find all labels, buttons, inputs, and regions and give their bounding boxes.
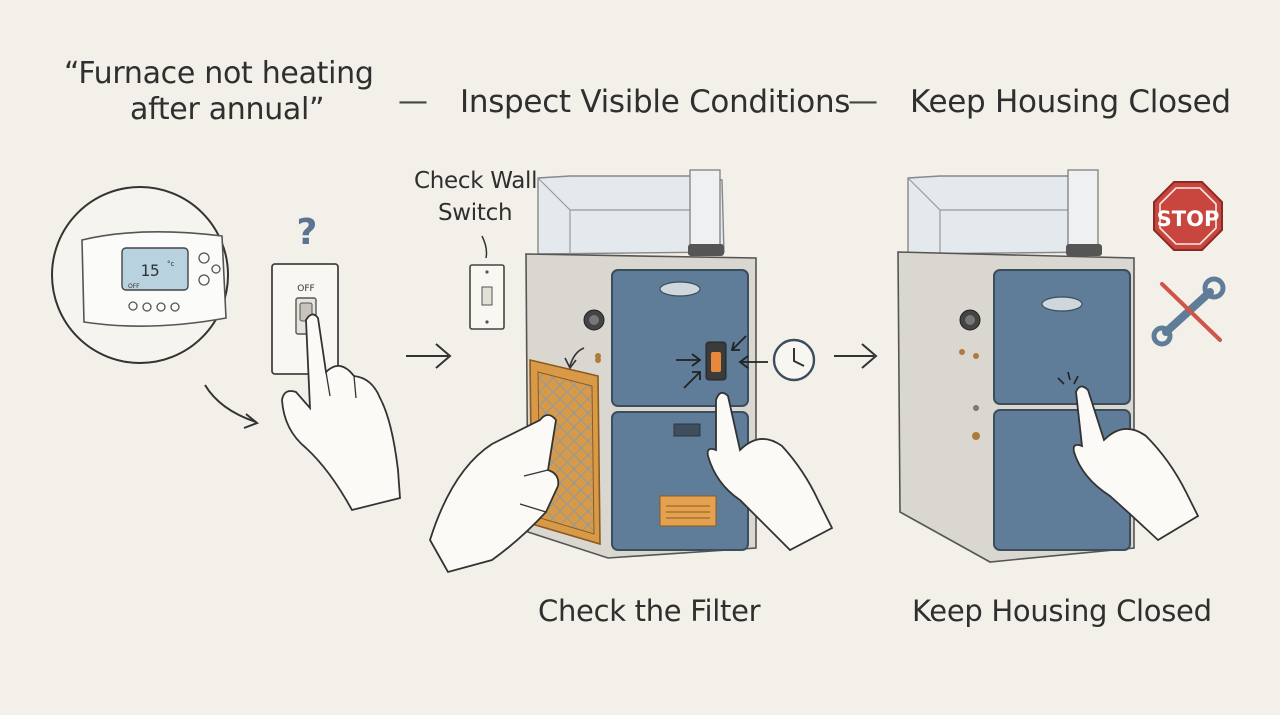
question-mark: ? bbox=[297, 212, 318, 253]
stop-sign-text: STOP bbox=[1157, 207, 1220, 231]
step3-title: Keep Housing Closed bbox=[910, 84, 1231, 120]
wall-switch-off-label: OFF bbox=[297, 284, 314, 294]
no-tools-icon bbox=[1151, 276, 1226, 347]
hand-holding-filter bbox=[429, 414, 560, 574]
hand-pressing-switch bbox=[281, 313, 401, 512]
curved-arrow-icon bbox=[204, 384, 257, 423]
thermostat-mode: OFF bbox=[128, 283, 140, 290]
furnace-unit-2 bbox=[897, 169, 1135, 563]
arrow-right-icon bbox=[834, 343, 878, 369]
small-wall-switch bbox=[469, 264, 505, 330]
separator-dash-1: — bbox=[398, 84, 428, 119]
hand-pointing-indicator bbox=[706, 391, 834, 552]
clock-icon bbox=[772, 338, 816, 382]
arrow-right-icon bbox=[406, 343, 452, 369]
hand-touching-panel bbox=[1072, 385, 1200, 542]
thermostat-temp: 15 bbox=[140, 261, 159, 280]
quote-line-2: after annual” bbox=[130, 92, 325, 127]
thermostat-zoom-circle bbox=[51, 186, 229, 364]
thermostat-unit: °c bbox=[167, 260, 175, 268]
caption-check-filter: Check the Filter bbox=[538, 594, 761, 628]
wall-switch-plate bbox=[271, 263, 339, 375]
quote-line-1: “Furnace not heating bbox=[64, 56, 374, 91]
check-wall-switch-line-1: Check Wall bbox=[414, 168, 538, 194]
thermostat-icon bbox=[81, 231, 227, 327]
step2-title: Inspect Visible Conditions bbox=[460, 84, 851, 120]
caption-keep-closed: Keep Housing Closed bbox=[912, 594, 1212, 628]
indicator-arrows bbox=[676, 335, 768, 389]
stop-sign-icon bbox=[1153, 181, 1223, 251]
check-wall-switch-line-2: Switch bbox=[438, 200, 513, 226]
separator-dash-2: — bbox=[848, 84, 878, 119]
